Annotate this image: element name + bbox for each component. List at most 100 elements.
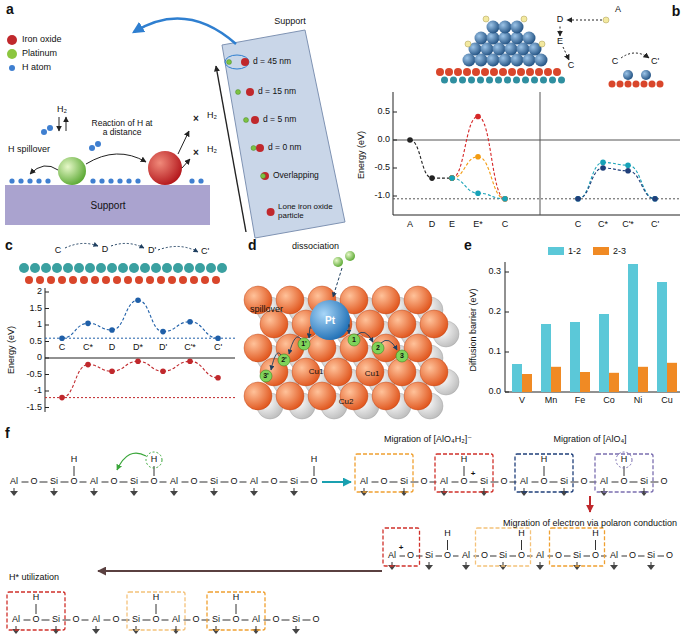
atom-label: O xyxy=(270,477,277,487)
axis-tick: Mn xyxy=(545,396,558,406)
axis-tick: C* xyxy=(83,343,93,353)
slab-atom xyxy=(41,263,51,273)
atom-label: H xyxy=(311,455,318,465)
surface-wedge xyxy=(92,629,100,634)
bond-line xyxy=(240,482,247,483)
atom-label: Si xyxy=(210,477,218,487)
group-outline xyxy=(355,454,413,492)
support-label: Support xyxy=(274,17,306,27)
energy-curve xyxy=(138,300,163,331)
bond-line xyxy=(364,488,365,491)
slab-atom xyxy=(173,263,183,273)
bond-line xyxy=(470,482,478,483)
bond-line xyxy=(584,556,591,557)
atom-label: Al xyxy=(92,615,100,625)
atom-label: H xyxy=(33,593,40,603)
site-label: C' xyxy=(201,247,209,257)
bar xyxy=(541,324,551,392)
copper-atom xyxy=(340,334,368,362)
energy-curve xyxy=(478,116,505,198)
h-atom xyxy=(278,354,290,366)
surface-wedge xyxy=(610,565,618,570)
slab-atom xyxy=(74,263,84,273)
bond-line xyxy=(524,488,525,491)
energy-point xyxy=(135,297,141,303)
slab-atom xyxy=(609,81,616,88)
atom-label: O xyxy=(500,477,507,487)
h-atom xyxy=(135,178,140,183)
bond-line xyxy=(544,466,545,476)
bond-line xyxy=(571,482,579,483)
panel-f-art xyxy=(7,452,664,634)
bond-line xyxy=(651,562,652,565)
slab-atom xyxy=(459,77,466,84)
bond-line xyxy=(134,488,135,491)
axis-title: Diffusion barrier (eV) xyxy=(469,289,479,372)
bond-line xyxy=(122,620,130,621)
tick-mark xyxy=(505,392,509,393)
atom-label: Al xyxy=(536,551,544,561)
panel-b-art xyxy=(393,16,680,215)
bond-line xyxy=(314,466,315,476)
surface-wedge xyxy=(90,491,98,496)
atom-label: O xyxy=(70,477,77,487)
slab-atom xyxy=(463,68,471,76)
path-arrow xyxy=(621,53,649,58)
axis-title: Energy (eV) xyxy=(357,131,367,179)
h-atom xyxy=(465,41,471,47)
tick-mark xyxy=(45,308,49,309)
blocked-arrow xyxy=(178,131,189,154)
atom-label: Si xyxy=(425,551,433,561)
energy-point xyxy=(502,196,508,202)
axis-tick: C' xyxy=(651,220,659,230)
slab-atom xyxy=(179,276,187,284)
zoom-arrow xyxy=(134,19,236,44)
atom-label: O xyxy=(420,477,427,487)
atom-label: O xyxy=(592,551,599,561)
copper-atom xyxy=(276,382,304,410)
distance-label: d = 5 nm xyxy=(263,115,296,124)
energy-curve xyxy=(578,168,603,199)
axis-tick: C* xyxy=(598,220,608,230)
platinum-particle xyxy=(251,146,256,151)
slab-atom xyxy=(80,276,88,284)
bond-line xyxy=(156,604,157,614)
h-atom xyxy=(348,334,360,346)
legend-dot xyxy=(7,35,17,45)
atom-label: O xyxy=(629,551,636,561)
bond-line xyxy=(447,540,448,550)
atom-label: Al xyxy=(90,477,98,487)
bond-line xyxy=(61,482,69,483)
reaction-arrow xyxy=(86,154,146,164)
energy-point xyxy=(600,165,606,171)
bond-line xyxy=(102,482,109,483)
bond-line xyxy=(658,556,665,557)
axis-tick: 0.5 xyxy=(29,337,42,347)
slab-atom xyxy=(450,77,457,84)
slab-atom xyxy=(30,263,40,273)
slab-atom xyxy=(113,276,121,284)
atom-label: O xyxy=(380,477,387,487)
atom-label: H xyxy=(541,455,548,465)
slab-atom xyxy=(445,68,453,76)
molecule-label: H₂ xyxy=(207,145,217,155)
surface-wedge xyxy=(290,491,298,496)
slab-atom xyxy=(499,68,507,76)
bond-line xyxy=(491,482,499,483)
plate-arrow xyxy=(216,66,246,232)
h-highlight xyxy=(616,452,632,468)
support-bar xyxy=(5,185,210,225)
bond-line xyxy=(601,556,607,557)
energy-point xyxy=(449,175,455,181)
slab-atom xyxy=(146,276,154,284)
h-atom xyxy=(603,17,609,23)
h-atom xyxy=(483,16,489,22)
slab-atom xyxy=(107,263,117,273)
atom-label: Si xyxy=(212,615,220,625)
group-outline xyxy=(127,592,185,630)
cluster-atom xyxy=(535,54,548,67)
copper-atom xyxy=(372,382,400,410)
dissociation-arrow xyxy=(333,268,342,297)
energy-point xyxy=(85,362,91,368)
